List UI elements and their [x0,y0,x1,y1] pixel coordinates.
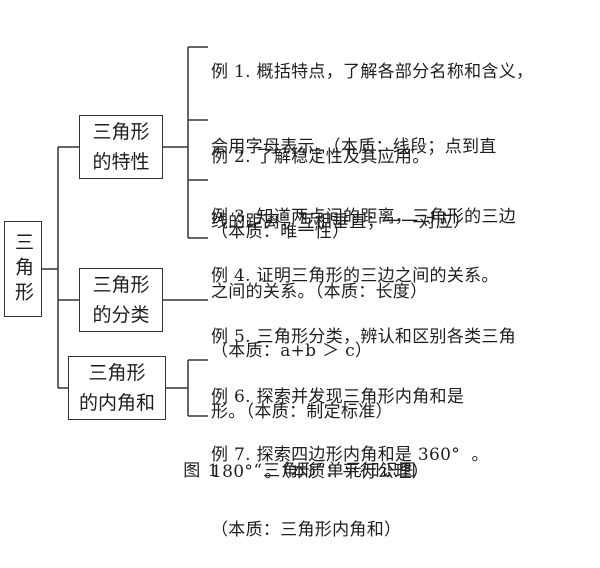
category-label: 三角形 [92,121,150,143]
example-line: 例 2. 了解稳定性及其应用。 [211,147,430,167]
example-1: 例 1. 概括特点，了解各部分名称和含义， 会用字母表示。（本质：线段；点到直 … [211,10,533,260]
example-line: 之间的关系。（本质：长度） [211,282,428,302]
connector-lines [42,46,208,417]
example-line: 例 5. 三角形分类，辨认和区别各类三角 [211,327,517,347]
example-3: 例 3. 知道两点间的距离，三角形的三边 之间的关系。（本质：长度） [211,155,516,330]
example-line: 例 3. 知道两点间的距离，三角形的三边 [211,207,517,227]
example-2: 例 2. 了解稳定性及其应用。 （本质：唯一性） [211,95,430,270]
example-6: 例 6. 探索并发现三角形内角和是 180° 。（本质：平行公理） [211,335,464,510]
category-node-properties: 三角形 的特性 [79,115,163,179]
example-5: 例 5. 三角形分类，辨认和区别各类三角 形。（本质：制定标准） [211,275,516,450]
example-line: 线的距离；互相垂直；一一对应） [211,212,471,232]
example-line: 例 1. 概括特点，了解各部分名称和含义， [211,62,534,82]
example-line: 180° 。（本质：平行公理） [211,462,430,482]
category-label: 的内角和 [78,392,155,414]
example-line: 例 4. 证明三角形的三边之间的关系。 [211,266,499,286]
example-line: 形。（本质：制定标准） [211,402,393,422]
category-label: 的特性 [92,151,150,173]
example-line: 会用字母表示。（本质：线段；点到直 [211,137,497,157]
example-line: （本质：a+b ＞ c） [211,341,373,361]
example-4: 例 4. 证明三角形的三边之间的关系。 （本质：a+b ＞ c） [211,214,499,389]
example-line: （本质：三角形内角和） [211,520,402,540]
root-label: 三角形 [12,231,34,307]
category-label: 三角形 [88,362,146,384]
figure-title: “三角形”单元知识图 [253,461,417,481]
root-node: 三角形 [4,221,42,317]
figure-number: 图 1 [183,461,220,481]
example-line: 例 6. 探索并发现三角形内角和是 [211,387,465,407]
category-node-angle-sum: 三角形 的内角和 [68,356,166,420]
category-label: 的分类 [92,304,150,326]
example-line: （本质：唯一性） [211,222,350,242]
category-label: 三角形 [92,274,150,296]
category-node-classification: 三角形 的分类 [79,268,163,332]
figure-caption: 图 1 “三角形”单元知识图 [0,456,600,481]
example-line: 例 7. 探索四边形内角和是 360° 。 [211,445,489,465]
